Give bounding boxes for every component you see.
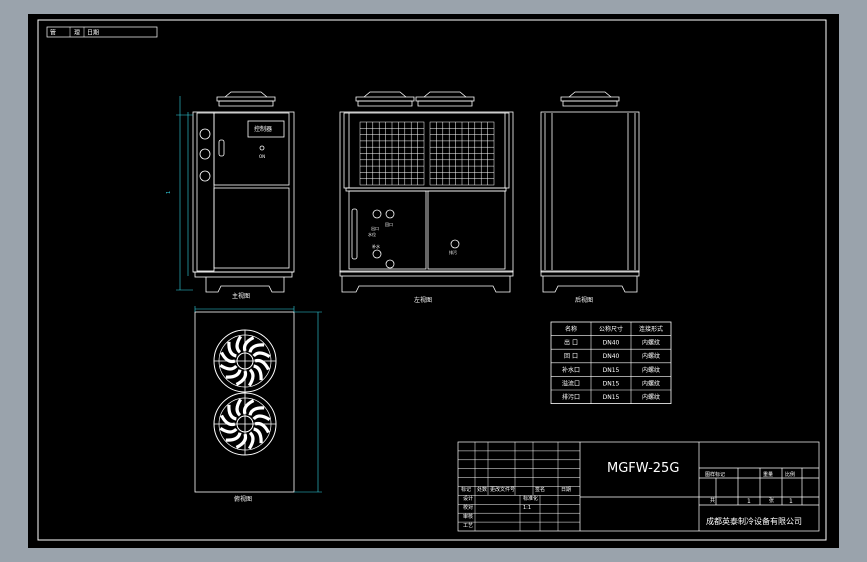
indicator-label: ON xyxy=(259,154,265,159)
top-view xyxy=(194,306,322,493)
table-cell: 出 口 xyxy=(564,339,578,347)
check-label: 校对 xyxy=(463,504,473,511)
count-label: 处数 xyxy=(477,486,487,493)
outlet-label: 排污 xyxy=(449,249,457,255)
sheet-count: 1 xyxy=(747,498,751,505)
change-label: 更改文件号 xyxy=(490,486,515,493)
valve-label-2: 回口 xyxy=(385,222,393,227)
table-header-cell: 名称 xyxy=(565,325,577,333)
table-cell: 内螺纹 xyxy=(642,393,660,401)
sheet-total-label: 张 xyxy=(769,497,774,504)
title-block-grid xyxy=(458,442,580,531)
sheet-count-2: 1 xyxy=(789,498,793,505)
side-view-label: 左视图 xyxy=(414,296,432,304)
table-header-cell: 连接形式 xyxy=(639,325,663,333)
model-number: MGFW-25G xyxy=(607,461,679,476)
table-cell: DN15 xyxy=(603,367,620,374)
display-label: 控制器 xyxy=(254,125,272,133)
height-dimension: 1 xyxy=(166,191,172,194)
table-cell: 补水口 xyxy=(562,366,580,374)
table-cell: 回 口 xyxy=(564,353,578,360)
date-label: 日期 xyxy=(561,487,571,493)
table-cell: 溢流口 xyxy=(562,379,580,387)
table-cell: 排污口 xyxy=(562,393,580,401)
scale-label: 比例 xyxy=(785,471,795,478)
weight-label: 重量 xyxy=(763,471,773,478)
header-box: 管 理 日期 xyxy=(46,26,158,38)
table-cell: 内螺纹 xyxy=(642,352,660,360)
rear-view xyxy=(540,91,640,293)
front-view-label: 主视图 xyxy=(232,292,250,300)
header-cell-2: 理 xyxy=(74,30,80,37)
std-label: 标准化 xyxy=(523,495,538,502)
table-cell: DN15 xyxy=(603,394,620,401)
mark-label: 标记 xyxy=(461,486,471,493)
table-header-cell: 公称尺寸 xyxy=(599,325,623,333)
table-cell: 内螺纹 xyxy=(642,379,660,387)
ratio-value: 1:1 xyxy=(523,505,531,511)
condenser-grille xyxy=(359,121,425,186)
valve-label-1: 出口 xyxy=(371,225,379,231)
design-label: 设计 xyxy=(463,495,473,502)
fan-grille xyxy=(213,329,277,393)
table-cell: DN40 xyxy=(603,353,620,360)
process-label: 工艺 xyxy=(463,523,473,529)
header-cell-1: 管 xyxy=(50,29,56,37)
rear-view-label: 后视图 xyxy=(575,296,593,304)
table-cell: 内螺纹 xyxy=(642,366,660,374)
table-cell: DN40 xyxy=(603,340,620,347)
sheet-index-label: 共 xyxy=(710,497,715,504)
drawing-sheet xyxy=(28,14,839,548)
gauge-label: 水位 xyxy=(368,231,376,237)
sheet-mark-label: 图样标记 xyxy=(705,471,725,478)
header-cell-3: 日期 xyxy=(87,29,99,37)
fan-grille xyxy=(213,392,277,456)
sign-label: 签名 xyxy=(535,486,545,493)
table-cell: DN15 xyxy=(603,380,620,387)
top-view-label: 俯视图 xyxy=(234,495,252,503)
side-view xyxy=(339,91,514,293)
table-cell: 内螺纹 xyxy=(642,339,660,347)
condenser-grille xyxy=(429,121,495,186)
company-name: 成都英泰制冷设备有限公司 xyxy=(706,516,802,526)
drawing-border xyxy=(37,19,827,541)
drain-label: 补水 xyxy=(372,243,380,249)
approve-label: 审核 xyxy=(463,513,473,520)
front-view xyxy=(176,91,295,293)
